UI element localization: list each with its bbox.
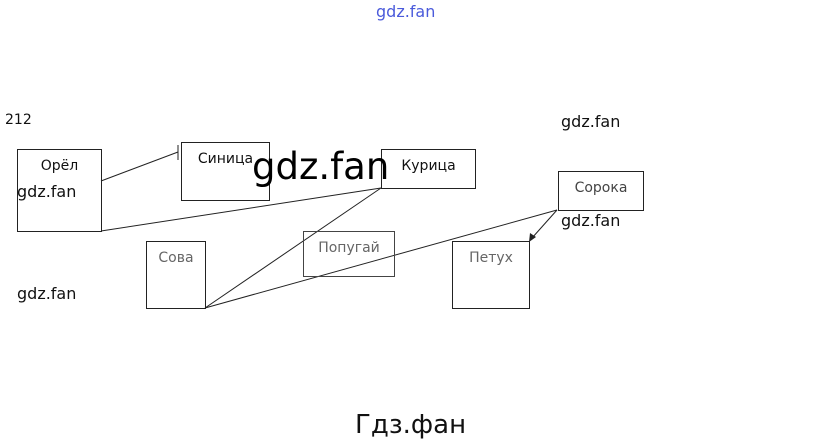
watermark-left-bottom: gdz.fan: [17, 284, 77, 303]
node-orel: Орёл: [17, 149, 102, 232]
node-kuritsa: Курица: [381, 149, 476, 189]
watermark-left-mid: gdz.fan: [17, 182, 77, 201]
watermark-top: gdz.fan: [376, 2, 436, 21]
node-popugay: Попугай: [303, 231, 395, 277]
node-sova: Сова: [146, 241, 206, 309]
node-petukh: Петух: [452, 241, 530, 309]
edge-orel-kuritsa: [100, 187, 382, 232]
arrowhead: [529, 233, 536, 242]
edge-orel-sinitsa: [100, 151, 179, 182]
node-sinitsa: Синица: [181, 142, 270, 201]
watermark-big: gdz.fan: [252, 145, 390, 188]
node-label: Петух: [469, 250, 513, 266]
node-label: Сорока: [574, 180, 628, 196]
node-label: Курица: [401, 158, 456, 174]
edge-sova-kuritsa: [204, 187, 382, 309]
task-number: 212: [5, 112, 32, 128]
watermark-right-top: gdz.fan: [561, 112, 621, 131]
node-soroka: Сорока: [558, 171, 644, 211]
node-label: Орёл: [40, 158, 79, 174]
watermark-bottom: Гдз.фан: [355, 410, 467, 440]
node-label: Синица: [197, 151, 254, 167]
edge-sova-soroka: [204, 209, 558, 309]
node-label: Попугай: [318, 240, 380, 256]
watermark-right-mid: gdz.fan: [561, 211, 621, 230]
edge-soroka-petukh: [531, 209, 558, 239]
node-label: Сова: [158, 250, 194, 266]
